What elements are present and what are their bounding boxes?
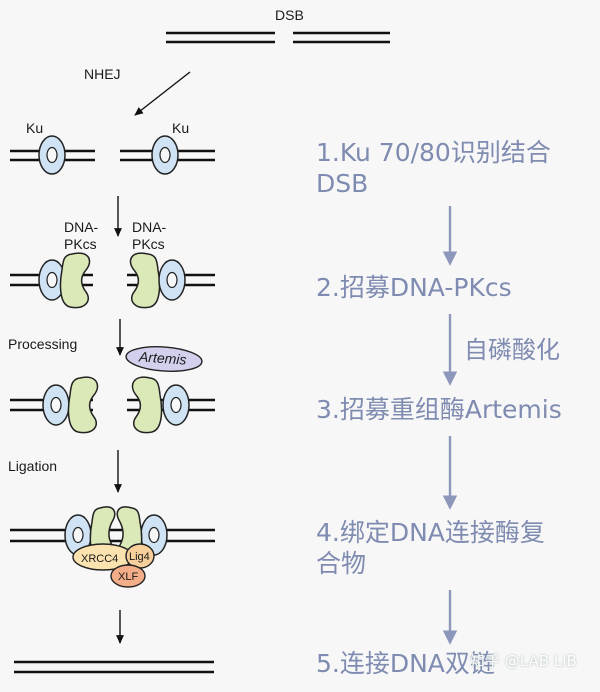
ku-ring-left: [38, 135, 66, 175]
ku-ring-right-3: [162, 384, 190, 426]
ku-ring-left-3: [42, 384, 70, 426]
processing-stage: [10, 346, 215, 434]
step-2-line-1: 2.招募DNA-PKcs: [316, 273, 512, 302]
step-4: 4.绑定DNA连接酶复 合物: [316, 517, 545, 579]
step-1-line-1: 1.Ku 70/80识别结合: [316, 138, 551, 167]
ku-ring-right-4: [140, 514, 168, 556]
dnapk-right-label-1: DNA-: [132, 219, 167, 235]
step-1-line-2: DSB: [316, 169, 369, 198]
dnapk-right: [129, 252, 161, 309]
ku-left-label: Ku: [26, 120, 44, 136]
lig4-label: Lig4: [129, 551, 150, 563]
dsb-dna-break: [166, 31, 390, 44]
ku-ring-right-2: [158, 259, 186, 301]
dnapk-right-label-2: PKcs: [132, 236, 165, 252]
autophosphorylation-note: 自磷酸化: [464, 336, 560, 364]
step-1: 1.Ku 70/80识别结合 DSB: [316, 137, 551, 199]
dnapk-left: [59, 252, 91, 309]
watermark: 知乎 @LAB LIB: [470, 652, 577, 670]
processing-label: Processing: [8, 336, 78, 352]
repaired-dna: [14, 660, 214, 674]
dnapk-left-label-1: DNA-: [64, 219, 99, 235]
nhej-arrow: [134, 71, 191, 116]
step-3: 3.招募重组酶Artemis: [316, 394, 562, 425]
artemis-protein: [125, 346, 203, 372]
step-5: 5.连接DNA双链: [316, 648, 495, 679]
xlf-label: XLF: [118, 571, 139, 583]
artemis-label: Artemis: [138, 348, 187, 368]
step-2: 2.招募DNA-PKcs: [316, 272, 512, 303]
xlf-protein: [110, 564, 146, 588]
dnapk-left-3: [67, 376, 99, 434]
nhej-label: NHEJ: [84, 66, 121, 82]
step-4-line-2: 合物: [316, 549, 367, 578]
ku-right-label: Ku: [172, 120, 190, 136]
step-3-line-1: 3.招募重组酶Artemis: [316, 395, 562, 424]
dnapk-right-3: [131, 376, 163, 434]
dnapk-left-label-2: PKcs: [64, 236, 97, 252]
dsb-label: DSB: [275, 7, 304, 23]
ku-ring-left-2: [38, 259, 66, 301]
step-4-line-1: 4.绑定DNA连接酶复: [316, 518, 545, 547]
ligation-stage: [10, 506, 215, 588]
step-5-line-1: 5.连接DNA双链: [316, 649, 495, 678]
ku-binding-stage: [10, 135, 215, 175]
ligation-label: Ligation: [8, 458, 58, 474]
ku-ring-right: [151, 135, 179, 175]
xrcc4-label: XRCC4: [81, 553, 119, 565]
dnapk-stage: [10, 252, 215, 309]
